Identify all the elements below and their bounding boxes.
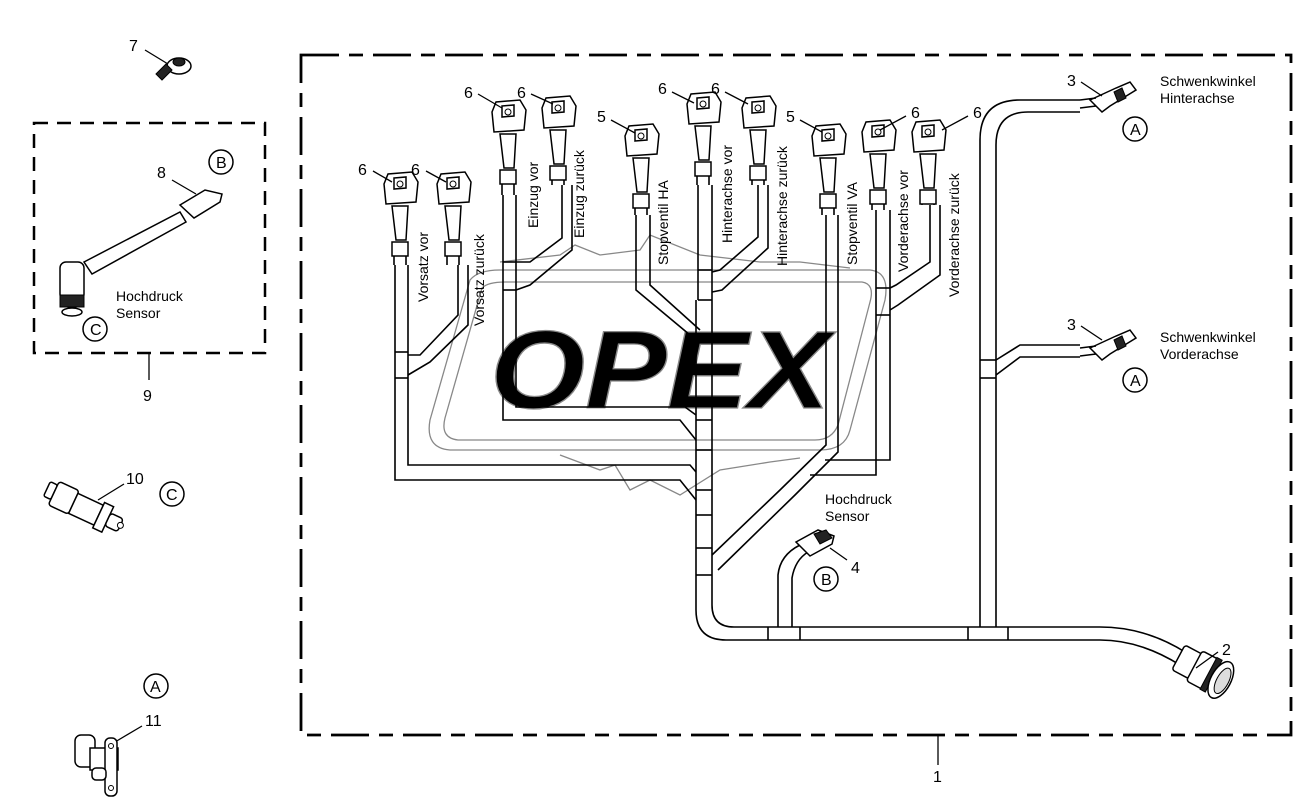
assembly-label: 1 <box>933 769 942 786</box>
side-label-line1: Schwenkwinkel <box>1160 329 1256 345</box>
side-label-line1: Schwenkwinkel <box>1160 73 1256 89</box>
main-plug: 2 <box>1172 642 1235 699</box>
side-connector-vorderachse: 3 Schwenkwinkel Vorderachse A <box>1067 317 1256 393</box>
ref-letter: B <box>821 572 832 589</box>
part-10-pressure-sensor: 10 C <box>43 471 185 534</box>
ref-letter: C <box>90 322 102 339</box>
ref-circle <box>143 673 169 699</box>
connector-body <box>861 119 897 210</box>
item-number: 3 <box>1067 317 1076 334</box>
connector-body <box>911 119 947 205</box>
part-11-angle-sensor: A 11 <box>74 673 169 797</box>
item-number: 6 <box>358 162 367 179</box>
ref-circle <box>159 481 185 507</box>
connector-body <box>624 123 660 215</box>
item-number: 10 <box>126 471 144 488</box>
side-connector-hinterachse: 3 Schwenkwinkel Hinterachse A <box>1067 73 1256 142</box>
part-8-label-line2: Sensor <box>116 305 161 321</box>
label-stopventil-ha: Stopventil HA <box>655 180 671 265</box>
ref-circle <box>1122 367 1148 393</box>
item-number: 5 <box>597 109 606 126</box>
label-hinterachse-vor: Hinterachse vor <box>719 145 735 243</box>
connector-body <box>436 171 472 265</box>
label-vorsatz-vor: Vorsatz vor <box>415 232 431 302</box>
ref-circle <box>208 149 234 175</box>
connector-body <box>383 171 419 265</box>
label-vorderachse-vor: Vorderachse vor <box>895 170 911 272</box>
item-number: 8 <box>157 165 166 182</box>
label-vorderachse-zurueck: Vorderachse zurück <box>946 172 962 297</box>
item-number: 7 <box>129 38 138 55</box>
main-assembly-box: 1 <box>299 53 1293 786</box>
ref-circle <box>813 566 839 592</box>
ref-letter: B <box>216 155 227 172</box>
label-hinterachse-zurueck: Hinterachse zurück <box>774 145 790 266</box>
item-number: 6 <box>517 85 526 102</box>
side-label-line2: Vorderachse <box>1160 346 1239 362</box>
ref-letter: A <box>150 679 161 696</box>
sub-assembly-label: 9 <box>143 388 152 405</box>
opex-watermark: OPEX <box>428 234 887 496</box>
watermark-text: OPEX <box>490 309 836 432</box>
sub-assembly-9-box: 9 <box>32 121 267 405</box>
part-7-clamp: 7 <box>129 38 192 81</box>
connector-item-numbers: 6 6 6 6 5 6 6 5 6 6 <box>358 81 982 183</box>
label-einzug-zurueck: Einzug zurück <box>571 149 587 238</box>
item-number: 6 <box>658 81 667 98</box>
ref-letter: C <box>166 487 178 504</box>
ref-circle <box>82 316 108 342</box>
connector-body <box>541 95 577 185</box>
part-8-label-line1: Hochdruck <box>116 288 184 304</box>
connector-body <box>686 91 722 185</box>
label-stopventil-va: Stopventil VA <box>844 181 860 265</box>
item-number: 3 <box>1067 73 1076 90</box>
connector-body <box>741 95 777 185</box>
side-label-line2: Hinterachse <box>1160 90 1235 106</box>
item-number: 6 <box>711 81 720 98</box>
ref-circle <box>1122 116 1148 142</box>
item-number: 6 <box>911 105 920 122</box>
connector-labels: Vorsatz vor Vorsatz zurück Einzug vor Ei… <box>415 145 962 326</box>
item-number: 6 <box>411 162 420 179</box>
sensor-label-line1: Hochdruck <box>825 491 893 507</box>
label-vorsatz-zurueck: Vorsatz zurück <box>471 233 487 326</box>
item-number: 4 <box>851 560 860 577</box>
ref-letter: A <box>1130 122 1141 139</box>
item-number: 11 <box>145 713 162 730</box>
item-number: 6 <box>973 105 982 122</box>
sensor-label-line2: Sensor <box>825 508 870 524</box>
harness-wires <box>394 99 1186 666</box>
connector-body <box>491 99 527 195</box>
item-number: 2 <box>1222 642 1231 659</box>
ref-letter: A <box>1130 373 1141 390</box>
label-einzug-vor: Einzug vor <box>525 162 541 228</box>
connector-body <box>811 123 847 215</box>
item-number: 5 <box>786 109 795 126</box>
sensor-connector: Hochdruck Sensor 4 B <box>794 491 893 592</box>
part-8-sensor-cable: 8 B Hochdruck Sensor C <box>59 149 234 342</box>
item-number: 6 <box>464 85 473 102</box>
